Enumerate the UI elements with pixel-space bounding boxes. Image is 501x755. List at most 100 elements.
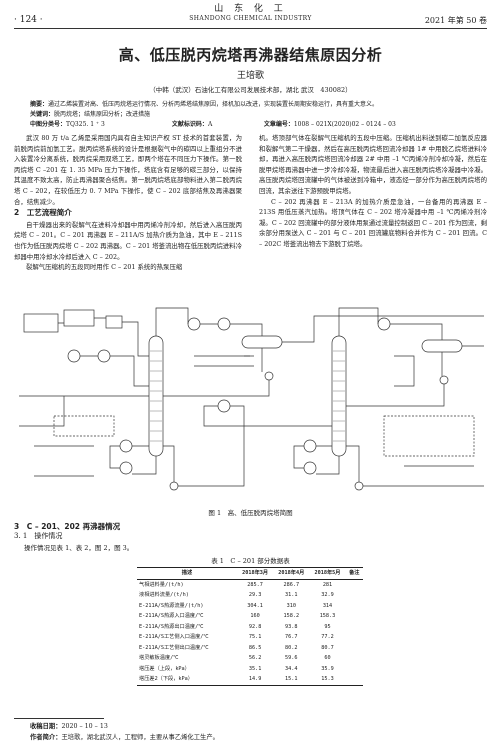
- journal-header: 山 东 化 工 SHANDONG CHEMICAL INDUSTRY: [0, 4, 501, 24]
- author-name: 王培歌: [236, 71, 264, 81]
- process-flow-diagram: [14, 296, 487, 506]
- table-cell: [346, 622, 363, 633]
- column-c202: [331, 335, 347, 457]
- row-label: E-211A/S热源出口温度/℃: [139, 623, 204, 630]
- affiliation: （中韩（武汉）石油化工有限公司发展技术部，湖北 武汉 430082）: [149, 86, 352, 94]
- table-cell: 314: [322, 602, 333, 609]
- reboiler: [119, 439, 133, 453]
- table-cell: 77.2: [321, 634, 334, 641]
- body-paragraph: 武汉 80 万 t/a 乙烯是采用国内具有自主知识产权 ST 技术的首套装置，为…: [14, 134, 242, 206]
- equipment-box: [23, 313, 59, 333]
- table-cell: 14.9: [248, 676, 262, 683]
- left-column: 武汉 80 万 t/a 乙烯是采用国内具有自主知识产权 ST 技术的首套装置，为…: [14, 133, 242, 273]
- table-cell: [346, 653, 363, 664]
- body-paragraph: 自干燥器出来的裂解气在进料冷却器中用丙烯冷剂冷却，然后进入高压脱丙烷塔 C – …: [14, 220, 242, 261]
- table-cell: [346, 643, 363, 654]
- table-cell: 56.2: [248, 655, 262, 662]
- article-no-value: 1008 – 021X(2020)02 – 0124 – 03: [293, 121, 396, 128]
- table-cell: 76.7: [285, 634, 298, 641]
- journal-name-cn: 山 东 化 工: [214, 4, 287, 14]
- table-cell: 32.9: [321, 592, 334, 599]
- row-label: E-211A/S热源入口温度/℃: [139, 613, 204, 620]
- keywords-text: 脱丙烷塔；结焦原因分析；改进措施: [54, 111, 151, 118]
- clc-value: TQ325. 1 ⁺ 3: [66, 121, 105, 128]
- body-paragraph: 裂解气压缩机的五段同时用作 C – 201 系统的热泵压缩: [26, 263, 183, 272]
- data-table: 描述 2018年3月 2018年4月 2018年5月 备注 气相进料量/(t/h…: [137, 567, 363, 686]
- figure-caption: 图 1 高、低压脱丙烷塔简图: [208, 509, 293, 517]
- table-cell: 80.2: [285, 644, 298, 651]
- table-cell: [346, 590, 363, 601]
- reflux-drum: [241, 335, 283, 349]
- equipment-box: [105, 315, 123, 329]
- table-cell: 60: [324, 655, 331, 662]
- table-cell: [346, 601, 363, 612]
- exchanger: [217, 317, 231, 331]
- body-paragraph: 机。塔顶部气体在裂解气压缩机的五段中压缩。压缩机出料送到碳二加氢反应器和裂解气第…: [259, 134, 487, 195]
- row-label: E-211A/S工艺侧入口温度/℃: [139, 634, 209, 641]
- table-cell: 15.3: [321, 676, 334, 683]
- exchanger: [67, 349, 81, 363]
- table-cell: [346, 579, 363, 590]
- table-cell: 59.6: [285, 655, 298, 662]
- table-cell: 281: [322, 581, 333, 588]
- table-cell: [346, 632, 363, 643]
- reboiler: [303, 439, 317, 453]
- table-header-cell: 2018年4月: [278, 570, 305, 577]
- table-header-row: 描述 2018年3月 2018年4月 2018年5月 备注: [137, 567, 363, 579]
- doc-code-label: 文献标识码：: [171, 121, 208, 128]
- row-label: 塔压差（上段，kPa）: [139, 665, 190, 672]
- row-label: 塔灵敏板温度/℃: [139, 655, 179, 662]
- classification-line: 中图分类号：TQ325. 1 ⁺ 3 文献标识码：A 文章编号：1008 – 0…: [30, 120, 470, 129]
- table-cell: 310: [286, 602, 296, 609]
- table-header-cell: 备注: [349, 570, 360, 577]
- header-rule: [14, 28, 487, 29]
- footnote-rule: [14, 718, 104, 719]
- table-cell: 95: [324, 623, 331, 630]
- row-label: E-211A/S工艺侧出口温度/℃: [139, 644, 209, 651]
- table-row: E-211A/S工艺侧入口温度/℃ 75.1 76.7 77.2: [137, 632, 363, 643]
- section-heading: 3 C – 201、202 再沸器情况: [14, 522, 121, 531]
- table-cell: 86.5: [248, 644, 262, 651]
- pump: [354, 481, 364, 491]
- table-cell: 75.1: [248, 634, 262, 641]
- table-header-cell: 2018年3月: [242, 570, 269, 577]
- subsection-heading: 3. 1 操作情况: [14, 532, 63, 540]
- column-c201: [148, 335, 164, 457]
- exchanger: [187, 317, 201, 331]
- reboiler: [119, 461, 133, 475]
- doc-code-value: A: [207, 121, 213, 128]
- table-header-cell: 2018年5月: [314, 570, 341, 577]
- journal-name-en: SHANDONG CHEMICAL INDUSTRY: [189, 15, 312, 22]
- abstract-text: 通过乙烯装置对高、低压丙烷塔运行情况、分析丙烯塔结焦原因，择机加以改进，实现装置…: [48, 101, 379, 108]
- equipment-box: [63, 309, 95, 327]
- keywords-label: 关键词：: [30, 111, 55, 118]
- table-cell: 285.7: [247, 581, 263, 588]
- body-paragraph: C – 202 再沸器 E – 213A 的加热介质是急油，一台备用的再沸器 E…: [259, 197, 487, 248]
- table-caption: 表 1 C – 201 部分数据表: [211, 557, 290, 565]
- exchanger: [97, 349, 111, 363]
- author-bio-label: 作者简介：: [30, 734, 62, 741]
- author-bio-text: 王培歌，湖北武汉人，工程师，主要从事乙烯化工生产。: [61, 734, 219, 741]
- row-label: 液相进料流量/(t/h): [139, 592, 189, 599]
- pump: [169, 481, 179, 491]
- table-cell: [346, 664, 363, 675]
- page-number: · 124 ·: [14, 15, 43, 25]
- exchanger: [217, 399, 231, 413]
- article-no-label: 文章编号：: [263, 121, 294, 128]
- table-cell: 158.2: [283, 613, 300, 620]
- row-label: E-211A/S热源流量/(t/h): [139, 602, 204, 609]
- reflux-drum: [421, 339, 463, 353]
- keywords: 关键词：脱丙烷塔；结焦原因分析；改进措施: [30, 110, 470, 119]
- abstract: 摘要：通过乙烯装置对高、低压丙烷塔运行情况、分析丙烯塔结焦原因，择机加以改进，实…: [30, 100, 470, 109]
- pump: [439, 375, 449, 385]
- table-cell: 29.3: [248, 592, 262, 599]
- table-cell: 160: [250, 613, 260, 620]
- table-cell: 15.1: [285, 676, 298, 683]
